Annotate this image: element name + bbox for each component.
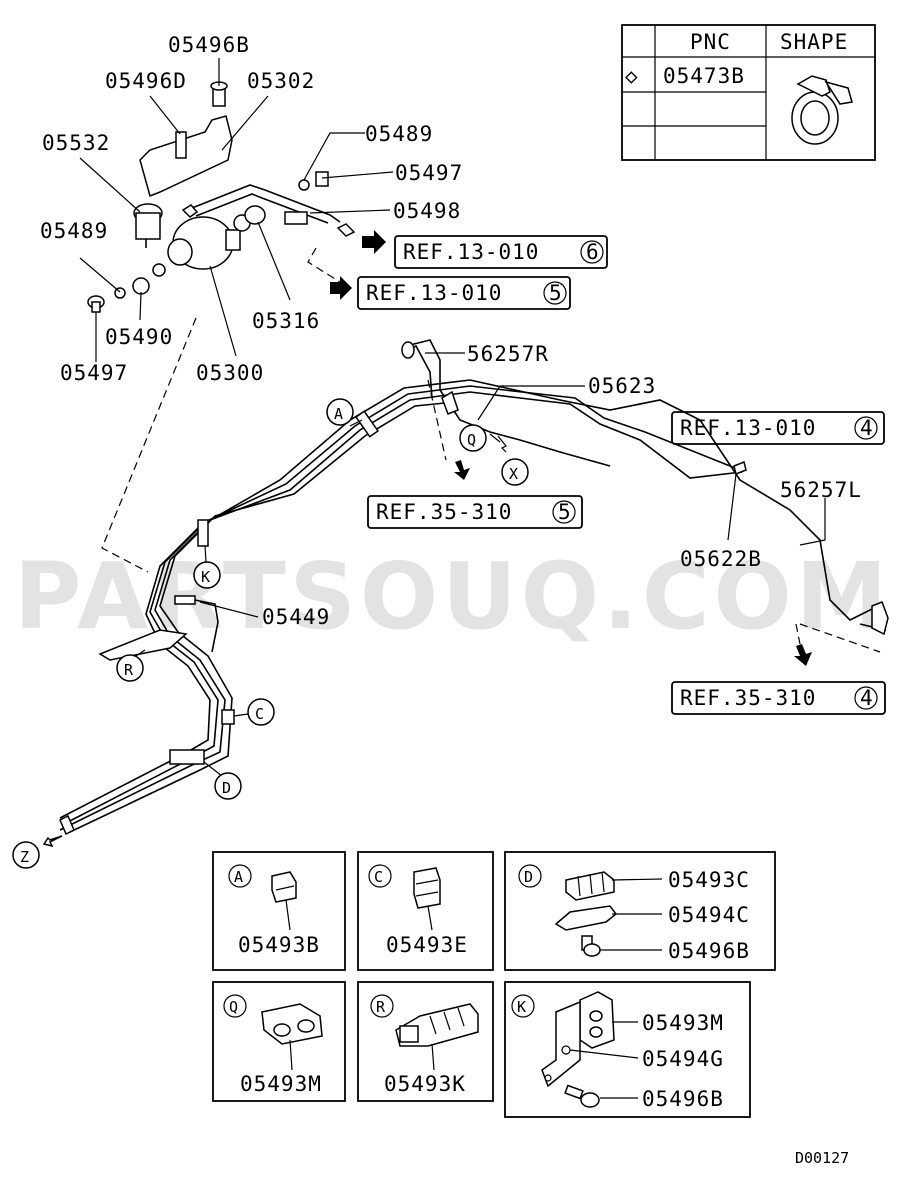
svg-text:4: 4 <box>860 416 874 440</box>
svg-text:A: A <box>234 868 243 886</box>
callout-05489-a: 05489 <box>365 122 433 146</box>
ref-13-010-4[interactable]: REF.13-010 4 <box>671 411 885 445</box>
regulator-assembly <box>87 81 356 313</box>
legend-diamond-symbol: ◇ <box>625 64 639 88</box>
legend-header-shape: SHAPE <box>780 30 848 54</box>
svg-text:D: D <box>524 868 533 886</box>
svg-text:K: K <box>201 568 210 586</box>
detail-box-A: A 05493B <box>212 851 346 971</box>
callout-05498: 05498 <box>393 199 461 223</box>
arrow-icon <box>794 644 812 666</box>
callout-05489-b: 05489 <box>40 219 108 243</box>
svg-text:D: D <box>222 779 231 797</box>
svg-text:6: 6 <box>586 240 600 264</box>
svg-text:05493K: 05493K <box>384 1072 466 1096</box>
svg-text:05493M: 05493M <box>240 1072 322 1096</box>
marker-R[interactable]: R <box>116 649 146 682</box>
callout-56257R: 56257R <box>467 342 549 366</box>
svg-text:REF.35-310: REF.35-310 <box>680 686 816 710</box>
callout-56257L: 56257L <box>780 478 862 502</box>
svg-text:REF.13-010: REF.13-010 <box>403 240 539 264</box>
callout-05302: 05302 <box>247 69 315 93</box>
svg-text:C: C <box>374 868 383 886</box>
svg-text:R: R <box>124 661 134 679</box>
svg-text:5: 5 <box>558 500 572 524</box>
svg-text:05496B: 05496B <box>668 939 750 963</box>
svg-text:05494G: 05494G <box>642 1047 724 1071</box>
marker-Q[interactable]: Q <box>459 424 487 452</box>
marker-C[interactable]: C <box>233 698 275 726</box>
svg-text:4: 4 <box>860 686 874 710</box>
fuel-line-bundle <box>59 339 889 836</box>
arrow-icon <box>454 460 470 480</box>
svg-text:05493E: 05493E <box>386 933 468 957</box>
svg-text:05496B: 05496B <box>642 1087 724 1111</box>
callout-05497-a: 05497 <box>395 161 463 185</box>
svg-text:05493B: 05493B <box>238 933 320 957</box>
callout-05300: 05300 <box>196 361 264 385</box>
callout-05623: 05623 <box>588 374 656 398</box>
clip-05493B <box>271 871 297 903</box>
legend-table: PNC SHAPE ◇ 05473B <box>621 24 876 161</box>
svg-text:Z: Z <box>20 848 29 866</box>
svg-text:REF.13-010: REF.13-010 <box>680 416 816 440</box>
marker-X[interactable]: X <box>497 435 529 486</box>
marker-D[interactable]: D <box>203 761 242 800</box>
detail-box-Q: Q 05493M <box>212 981 346 1102</box>
ref-35-310-5[interactable]: REF.35-310 5 <box>367 460 583 529</box>
hose-clamp-icon <box>791 75 853 145</box>
bracket-05494G <box>541 1000 581 1088</box>
ref-13-010-5[interactable]: REF.13-010 5 <box>330 276 571 310</box>
svg-text:C: C <box>255 705 264 723</box>
detail-box-C: C 05493E <box>357 851 494 971</box>
bolt-05496B <box>583 943 601 957</box>
clip-05493E <box>413 867 441 909</box>
detail-box-K: K 05493M 05494G 05496B <box>504 981 751 1118</box>
callout-05497-b: 05497 <box>60 361 128 385</box>
callout-05622B: 05622B <box>680 547 762 571</box>
callout-05316: 05316 <box>252 309 320 333</box>
ref-13-010-6[interactable]: REF.13-010 6 <box>362 230 608 269</box>
svg-text:05493M: 05493M <box>642 1011 724 1035</box>
svg-text:A: A <box>334 405 343 423</box>
legend-header-pnc: PNC <box>690 30 731 54</box>
svg-text:X: X <box>509 465 518 483</box>
callout-05496B-top: 05496B <box>168 33 250 57</box>
marker-K[interactable]: K <box>193 545 221 589</box>
callout-05490: 05490 <box>105 325 173 349</box>
legend-row-pnc: 05473B <box>663 64 745 88</box>
arrow-icon <box>330 276 352 300</box>
detail-box-R: R 05493K <box>357 981 494 1102</box>
detail-box-D: D 05493C 05494C 05496B <box>504 851 776 971</box>
svg-text:Q: Q <box>229 998 238 1016</box>
marker-A[interactable]: A <box>326 398 363 427</box>
arrow-icon <box>362 230 386 254</box>
svg-text:REF.35-310: REF.35-310 <box>376 500 512 524</box>
callout-05532: 05532 <box>42 131 110 155</box>
callout-05496D: 05496D <box>105 69 187 93</box>
svg-text:Q: Q <box>467 431 476 449</box>
ref-35-310-4[interactable]: REF.35-310 4 <box>671 644 886 715</box>
svg-text:05493C: 05493C <box>668 868 750 892</box>
bolt-05496B <box>580 1092 600 1108</box>
diagram-id: D00127 <box>795 1149 849 1167</box>
svg-text:5: 5 <box>549 281 563 305</box>
svg-text:05494C: 05494C <box>668 903 750 927</box>
svg-text:K: K <box>517 998 526 1016</box>
svg-text:REF.13-010: REF.13-010 <box>366 281 502 305</box>
callout-05449: 05449 <box>262 605 330 629</box>
marker-Z[interactable]: Z <box>12 835 63 869</box>
svg-text:R: R <box>376 998 386 1016</box>
